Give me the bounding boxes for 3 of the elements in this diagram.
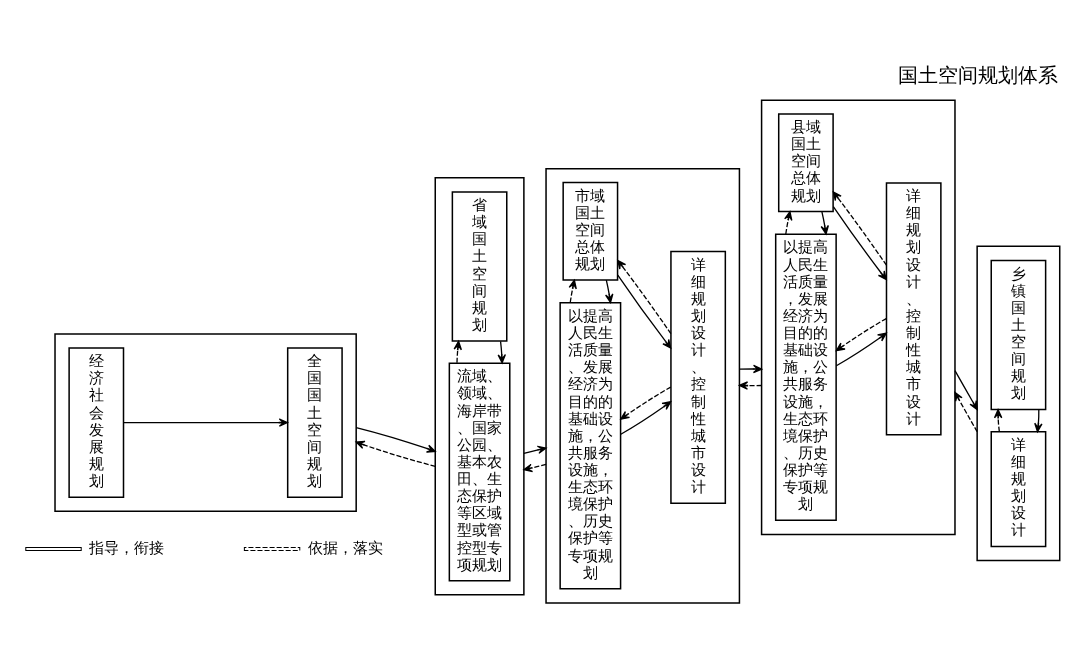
legend-label: 指导，衔接	[89, 538, 165, 557]
diagram-title: 国土空间规划体系	[897, 62, 1058, 87]
legend-label: 依据，落实	[307, 538, 383, 557]
